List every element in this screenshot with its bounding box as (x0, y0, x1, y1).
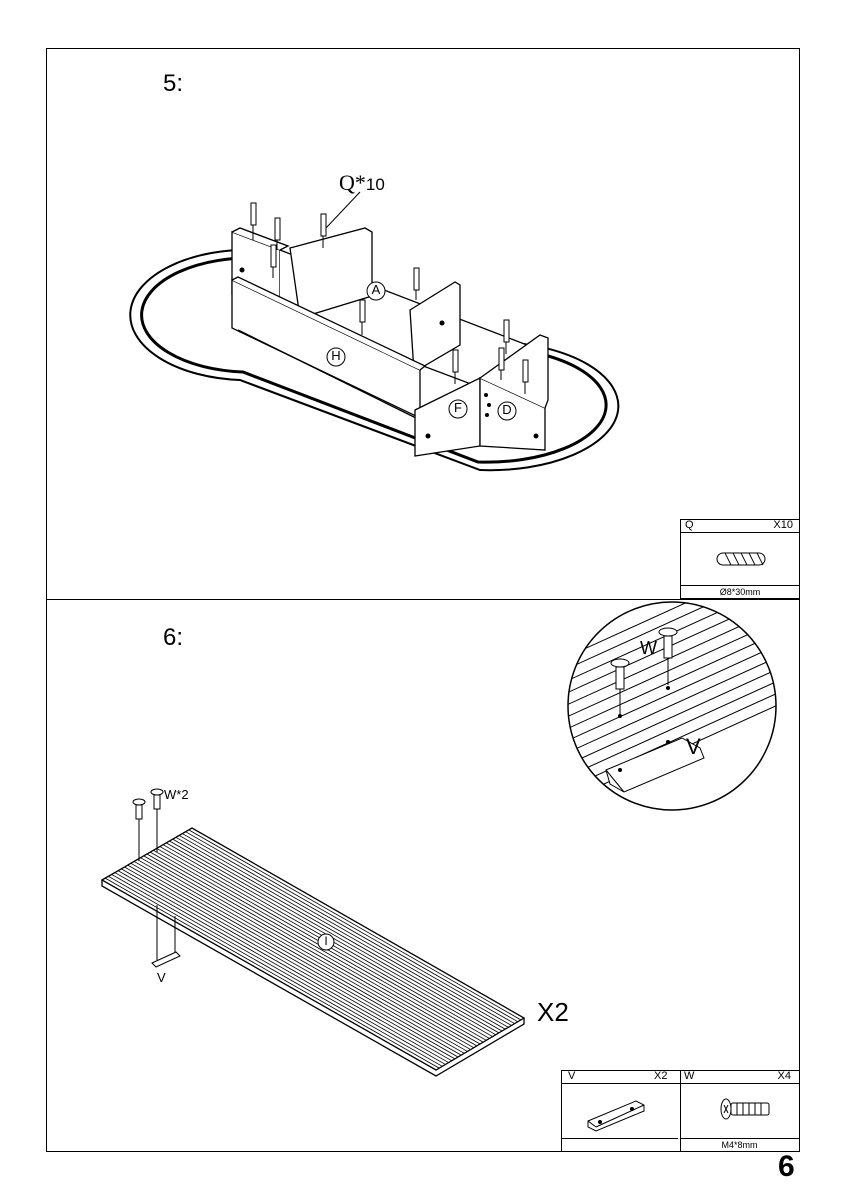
panel-slat (140, 857, 474, 1049)
detail-bracket-label: V (686, 734, 701, 759)
panel-slat (127, 864, 462, 1056)
parts-table-w-part: W (684, 1070, 695, 1082)
parts-table-v-qty: X2 (654, 1070, 668, 1082)
panel-slat (105, 877, 440, 1069)
bracket-callout: V (157, 970, 166, 985)
wooden-dowel-icon (716, 552, 766, 566)
panel-slat (185, 831, 518, 1023)
panel-letter-i: I (324, 934, 328, 948)
parts-table-w-qty: X4 (777, 1070, 791, 1082)
panel-slat (143, 855, 478, 1047)
dowel-callout-part: Q (339, 170, 355, 195)
panel-letter-d: D (502, 402, 512, 417)
dowel-callout: Q*10 (339, 170, 385, 196)
panel-slat (172, 838, 506, 1030)
screw-callout: W*2 (164, 787, 189, 802)
instruction-frame (46, 48, 800, 1152)
panel-letter-h: H (331, 348, 341, 363)
panel-slat (182, 833, 515, 1024)
step-5-number: 5: (163, 70, 184, 97)
panel-slat (111, 874, 446, 1065)
dowel-callout-multiplier: * (354, 170, 366, 195)
parts-table-q-header: Q X10 (681, 519, 799, 533)
parts-table-split (680, 1071, 681, 1151)
panel-slat (114, 872, 449, 1063)
parts-table-v-w: V X2 W X4 M4*8mm (561, 1070, 800, 1152)
panel-slat (146, 853, 481, 1045)
panel-slat (130, 862, 465, 1054)
panel-slat (117, 870, 452, 1062)
panel-letter-a: A (371, 282, 381, 297)
parts-table-q-size: Ø8*30mm (681, 585, 799, 598)
parts-table-v-part: V (568, 1070, 576, 1082)
phillips-screw-icon (720, 1098, 770, 1120)
panel-letter-f: F (454, 400, 462, 415)
parts-table-v-size (562, 1138, 678, 1151)
panel-slat (121, 868, 456, 1060)
parts-table-q-qty: X10 (773, 519, 793, 531)
panel-slat (137, 859, 471, 1050)
panel-slat (169, 840, 503, 1032)
panel-slat (108, 875, 443, 1067)
panel-quantity: X2 (537, 997, 569, 1027)
panel-slat (124, 866, 459, 1058)
parts-table-q: Q X10 Ø8*30mm (680, 519, 800, 599)
detail-screw-label: W (640, 638, 657, 658)
step-5-cabinet-drawing (129, 191, 620, 472)
panel-slat (175, 836, 509, 1028)
step-6-number: 6: (163, 624, 184, 651)
dowel-callout-count: 10 (365, 175, 385, 194)
parts-table-q-part: Q (685, 519, 694, 531)
panel-slat (133, 861, 468, 1052)
step-divider (46, 599, 800, 600)
handle-bracket-icon (587, 1100, 645, 1132)
panel-slat (178, 835, 512, 1026)
page-number: 6 (778, 1150, 795, 1183)
panel-slat (188, 829, 522, 1021)
parts-table-icons (587, 1098, 770, 1132)
parts-table-w-size: M4*8mm (680, 1138, 799, 1151)
panel-slat (150, 851, 484, 1043)
